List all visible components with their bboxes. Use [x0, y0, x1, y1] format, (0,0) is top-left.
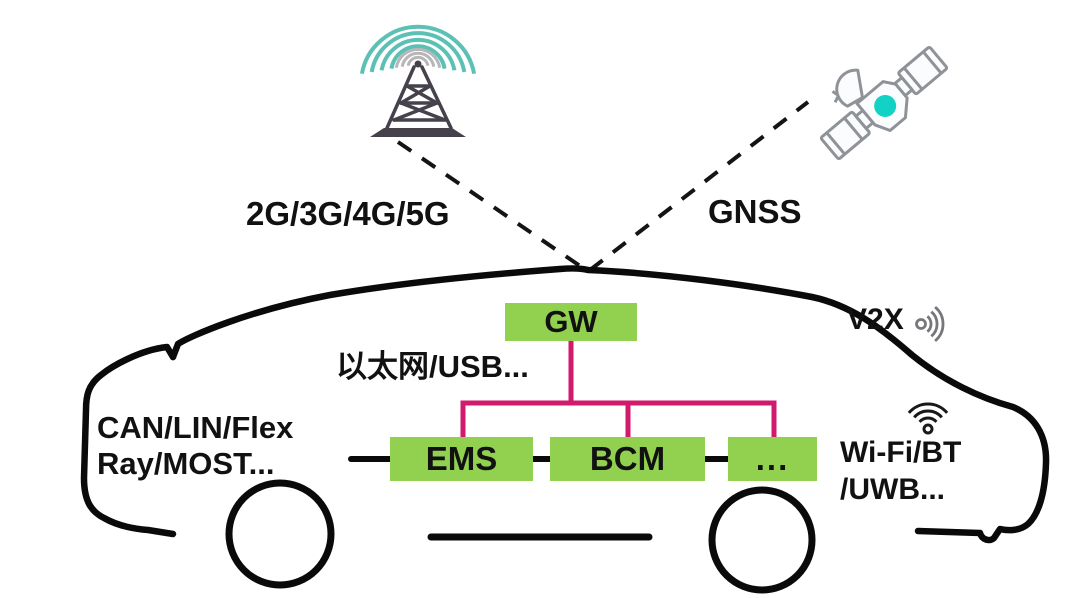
v2x-label: V2X — [847, 303, 904, 336]
legacy-bus-label: CAN/LIN/Flex Ray/MOST... — [97, 410, 293, 482]
ethernet-link-tree — [460, 341, 777, 439]
car-roof-line — [169, 265, 1050, 544]
node-ems: EMS — [390, 437, 533, 481]
node-bcm: BCM — [550, 437, 705, 481]
wireless-label-line1: Wi-Fi/BT — [840, 436, 962, 469]
node-other-ecus: ... — [728, 437, 817, 481]
cellular-dashed-link — [396, 140, 588, 272]
rear-wheel — [708, 486, 816, 594]
cell-tower-icon — [359, 24, 477, 137]
wifi-icon — [907, 402, 949, 435]
satellite-icon — [819, 45, 949, 161]
front-wheel — [225, 479, 335, 589]
v2x-signal-icon — [915, 306, 945, 342]
node-gateway: GW — [505, 303, 637, 341]
satellite-lens — [874, 94, 897, 117]
tower-lattice — [385, 65, 453, 130]
gnss-dashed-link — [588, 100, 810, 272]
gnss-label: GNSS — [708, 193, 802, 230]
cellular-label: 2G/3G/4G/5G — [246, 195, 450, 232]
car-front-line — [80, 343, 177, 538]
legacy-bus-label-line1: CAN/LIN/Flex — [97, 410, 294, 445]
satellite-dish — [835, 68, 864, 108]
car-outline — [80, 265, 1050, 594]
ethernet-usb-label: 以太网/USB... — [336, 349, 529, 384]
wireless-label: Wi-Fi/BT /UWB... — [840, 434, 961, 508]
wireless-label-line2: /UWB... — [840, 473, 945, 506]
tower-base — [370, 128, 466, 137]
tower-antenna-tip — [414, 60, 422, 68]
legacy-bus-label-line2: Ray/MOST... — [97, 446, 275, 481]
tower-signal-arcs — [359, 24, 477, 75]
tower-inner-arcs — [394, 47, 442, 69]
